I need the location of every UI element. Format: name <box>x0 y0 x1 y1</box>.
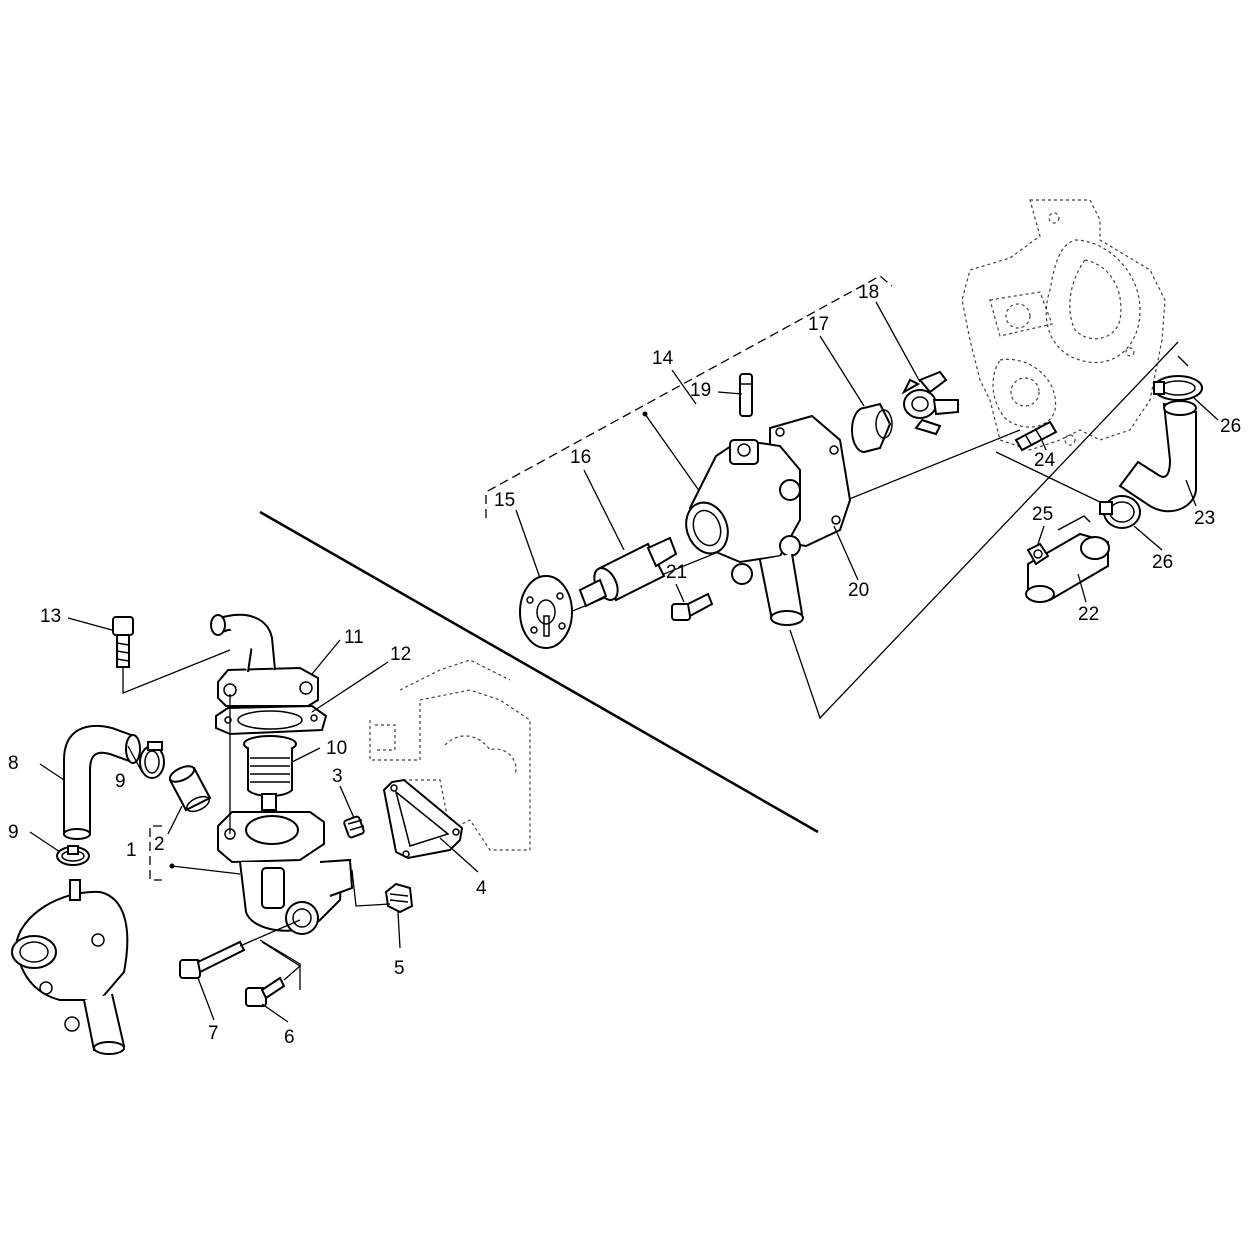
thermostat-cover-11 <box>210 613 319 707</box>
hose-clamp-26-upper <box>1153 375 1203 401</box>
callout-9-lower: 9 <box>8 822 19 843</box>
pulley-flange-15 <box>519 575 573 649</box>
bolt-13 <box>112 616 134 668</box>
bolt-13-guide <box>122 649 231 694</box>
thermostat-housing-1 <box>217 811 354 935</box>
shaft-bearing-16 <box>578 536 678 608</box>
pin-19 <box>739 373 753 417</box>
callout-4: 4 <box>476 878 487 899</box>
callout-leaders <box>29 301 1219 1023</box>
pipe-22 <box>1025 515 1110 603</box>
hose-clamp-26-lower <box>1099 495 1141 529</box>
callout-26-upper: 26 <box>1220 416 1241 437</box>
pump-body-20 <box>685 414 852 626</box>
callout-16: 16 <box>570 447 591 468</box>
hose-8 <box>63 724 141 840</box>
engine-front-case-sketch <box>961 199 1166 451</box>
callout-5: 5 <box>394 958 405 979</box>
callout-7: 7 <box>208 1023 219 1044</box>
bolt-6 <box>245 976 286 1007</box>
gasket-12 <box>215 704 328 736</box>
callout-10: 10 <box>326 738 347 759</box>
callout-2: 2 <box>154 834 165 855</box>
hose-23 <box>1118 400 1197 513</box>
callout-20: 20 <box>848 580 869 601</box>
plug-5-guide <box>351 869 391 907</box>
callout-26-lower: 26 <box>1152 552 1173 573</box>
pipe-2 <box>168 765 212 813</box>
hose-clamp-9-upper <box>139 741 165 779</box>
water-pump-sketch-left <box>11 879 129 1055</box>
bracket-1-leader <box>171 865 241 875</box>
callout-14: 14 <box>652 348 674 369</box>
bolt-7-guide <box>239 919 301 947</box>
callout-17: 17 <box>808 314 829 335</box>
bracket-14 <box>485 275 893 518</box>
housing-guide-lower <box>259 939 301 990</box>
plug-5 <box>384 882 414 914</box>
bracket-14-leader <box>644 413 701 493</box>
callout-19: 19 <box>690 380 711 401</box>
callout-13: 13 <box>40 606 61 627</box>
callout-6: 6 <box>284 1027 295 1048</box>
engine-block-sketch-left <box>369 659 531 851</box>
callout-18: 18 <box>858 282 879 303</box>
gasket-4 <box>382 778 464 860</box>
callout-22: 22 <box>1078 604 1099 625</box>
callout-3: 3 <box>332 766 343 787</box>
callout-labels: 1 2 3 4 5 6 7 8 9 9 10 11 12 13 14 15 16… <box>8 282 1241 1048</box>
callout-1: 1 <box>126 840 137 861</box>
fitting-25 <box>1026 542 1050 566</box>
pump-guide-line-lower <box>789 341 1179 720</box>
impeller-18 <box>901 370 959 436</box>
thermostat-10 <box>243 735 297 811</box>
hose-clamp-9-lower <box>56 845 90 866</box>
bolt-21 <box>671 592 714 621</box>
plug-3 <box>343 815 365 839</box>
callout-23: 23 <box>1194 508 1215 529</box>
callout-12: 12 <box>390 644 411 665</box>
callout-24: 24 <box>1034 450 1056 471</box>
callout-8: 8 <box>8 753 19 774</box>
stud-24 <box>1014 420 1058 452</box>
callout-15: 15 <box>494 490 515 511</box>
callout-9-upper: 9 <box>115 771 126 792</box>
bracket-1 <box>149 825 162 881</box>
seal-17 <box>851 402 893 453</box>
callout-11: 11 <box>344 627 364 648</box>
callout-25: 25 <box>1032 504 1053 525</box>
section-divider-line <box>259 510 819 834</box>
callout-21: 21 <box>666 562 687 583</box>
clamp-guide-line <box>1177 355 1189 367</box>
bolt-7 <box>179 940 246 979</box>
